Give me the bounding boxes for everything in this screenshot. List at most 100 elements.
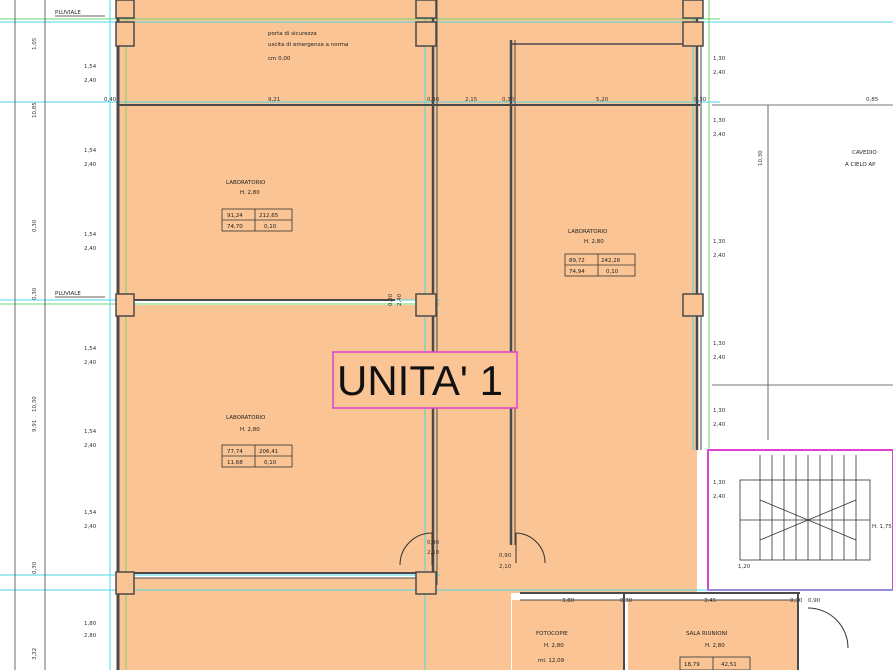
room-fill-lab1 [118,105,433,300]
lab2-name: LABORATORIO [568,229,608,235]
dim-top-4: 0,30 [502,97,515,103]
dim-left-13: 2,80 [84,633,97,639]
lab3-t3: 0,10 [264,460,277,466]
room-fill-group [118,0,798,670]
dim-right-11: 2,40 [713,494,726,500]
dim-bottom-4: 0,90 [808,598,821,604]
note-line1: porta di sicurezza [268,31,317,37]
dim-right-2: 1,30 [713,118,726,124]
cavedio-line1: CAVEDIO [852,150,877,156]
dim-left-1: 2,40 [84,78,97,84]
dim-left-7: 2,40 [84,360,97,366]
lab3-t0: 77,74 [227,449,243,455]
lab3-t1: 206,41 [259,449,278,455]
dim-rmisc-0: 0,85 [866,97,879,103]
dim-top-0: 0,40 [104,97,117,103]
cavedio-area [712,0,893,450]
room-fill-lab3 [118,305,433,573]
dim-right-5: 2,40 [713,253,726,259]
unit-label: UNITA' 1 [337,357,503,404]
doors [399,532,849,649]
dim-bottom-2: 3,45 [704,598,717,604]
flow-marker-top: PLUVIALE [55,10,81,16]
room-fill-lab2 [511,48,697,593]
lab3-name: LABORATORIO [226,415,266,421]
dim-right-7: 2,40 [713,355,726,361]
lab2-t1: 242,26 [601,258,621,264]
dim-left-3: 2,40 [84,162,97,168]
dim-outer-0: 1,05 [32,37,38,50]
dim-left-11: 2,40 [84,524,97,530]
dim-bottom-3: 0,30 [790,598,803,604]
dim-top-3: 2,15 [465,97,478,103]
room-fill-fotocopie [512,600,624,670]
dim-right-9: 2,40 [713,422,726,428]
area-tables [221,208,751,670]
dim-right-1: 2,40 [713,70,726,76]
dim-right-10: 1,30 [713,480,726,486]
door2-w: 0,90 [499,553,512,559]
fotocopie-name: FOTOCOPIE [536,631,568,637]
dim-rmisc-2: 1,20 [738,564,751,570]
lab2-t0: 89,72 [569,258,585,264]
dim-left-12: 1,80 [84,621,97,627]
lab1-t2: 74,70 [227,224,243,230]
room-fill-corridor [433,0,511,670]
sala-t1: 42,51 [721,662,737,668]
dim-outer-6: 0,30 [32,561,38,574]
dim-mid-0: 0,30 [388,293,394,306]
room-fill-bottom-left [118,578,438,670]
lab1-name: LABORATORIO [226,180,266,186]
dim-bottom-0: 3,80 [562,598,575,604]
dimension-labels: 1,54 2,40 1,54 2,40 1,54 2,40 1,54 2,40 1,54 2,40… [32,37,892,660]
lab2-t3: 0,10 [606,269,619,275]
dim-top-5: 5,20 [596,97,609,103]
dim-left-0: 1,54 [84,64,97,70]
cavedio-line2: A CIELO AP [845,162,876,168]
dim-top-6: 0,30 [694,97,707,103]
fotocopie-height: H. 2,80 [544,643,564,649]
dim-left-4: 1,54 [84,232,97,238]
dim-left-8: 1,54 [84,429,97,435]
dim-bottom-1: 0,30 [620,598,633,604]
lab3-height: H. 2,80 [240,427,260,433]
dim-right-6: 1,30 [713,341,726,347]
door1-h: 2,10 [427,550,440,556]
dim-right-0: 1,30 [713,56,726,62]
dim-outer-7: 3,32 [32,648,38,660]
lab1-height: H. 2,80 [240,190,260,196]
dim-left-10: 1,54 [84,510,97,516]
door1-w: 0,90 [427,540,440,546]
note-line3: cm 0,00 [268,56,291,62]
note-line2: uscita di emergenza a norma [268,42,348,48]
stairs [739,455,871,561]
dim-outer-3: 0,30 [32,287,38,300]
dim-rmisc-3: H. 1,75 [872,524,892,530]
lab2-t2: 74,94 [569,269,585,275]
dim-mid-1: 2,40 [397,293,403,306]
lab1-t3: 0,10 [264,224,277,230]
walls [14,0,893,670]
dim-top-1: 9,21 [268,97,280,103]
fotocopie-extra: ml. 12,09 [538,658,565,664]
dim-rmisc-1: 10,30 [758,150,764,166]
dim-left-2: 1,54 [84,148,97,154]
door2-h: 2,10 [499,564,512,570]
unit-label-box [332,351,518,409]
dim-outer-5: 9,91 [32,420,38,432]
dim-outer-1: 10,85 [32,102,38,118]
lab2-height: H. 2,80 [584,239,604,245]
dim-top-2: 0,30 [427,97,440,103]
dim-right-8: 1,30 [713,408,726,414]
room-fill-top-band [118,0,698,105]
sala-height: H. 2,80 [705,643,725,649]
lab3-t2: 11,68 [227,460,243,466]
dim-left-9: 2,40 [84,443,97,449]
pillars [115,0,704,595]
dim-right-3: 2,40 [713,132,726,138]
dim-outer-4: 10,30 [32,396,38,412]
sala-t0: 18,79 [684,662,700,668]
sala-name: SALA RIUNIONI [686,631,728,637]
